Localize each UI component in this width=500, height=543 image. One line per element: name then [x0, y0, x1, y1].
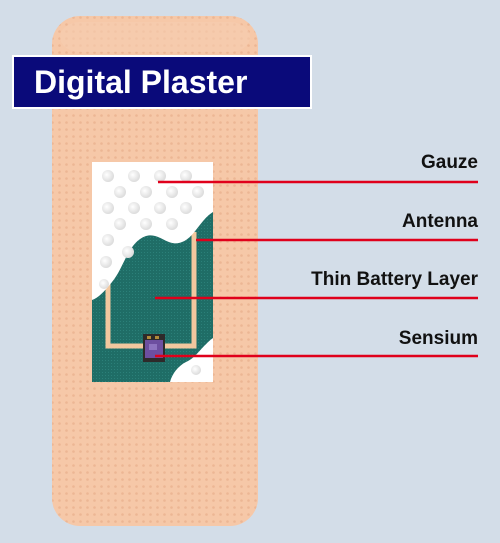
- sensor-pad: [92, 162, 213, 382]
- gauze-corner: [170, 338, 213, 382]
- gauze-label: Gauze: [420, 152, 478, 173]
- sensium-chip: [143, 334, 165, 362]
- leader-lines: [155, 180, 478, 358]
- sensium-label: Sensium: [398, 328, 478, 349]
- diagram-title: Digital Plaster: [12, 55, 312, 109]
- gauze-texture: [99, 170, 204, 289]
- antenna-label: Antenna: [402, 211, 478, 232]
- battery-label: Thin Battery Layer: [311, 269, 478, 290]
